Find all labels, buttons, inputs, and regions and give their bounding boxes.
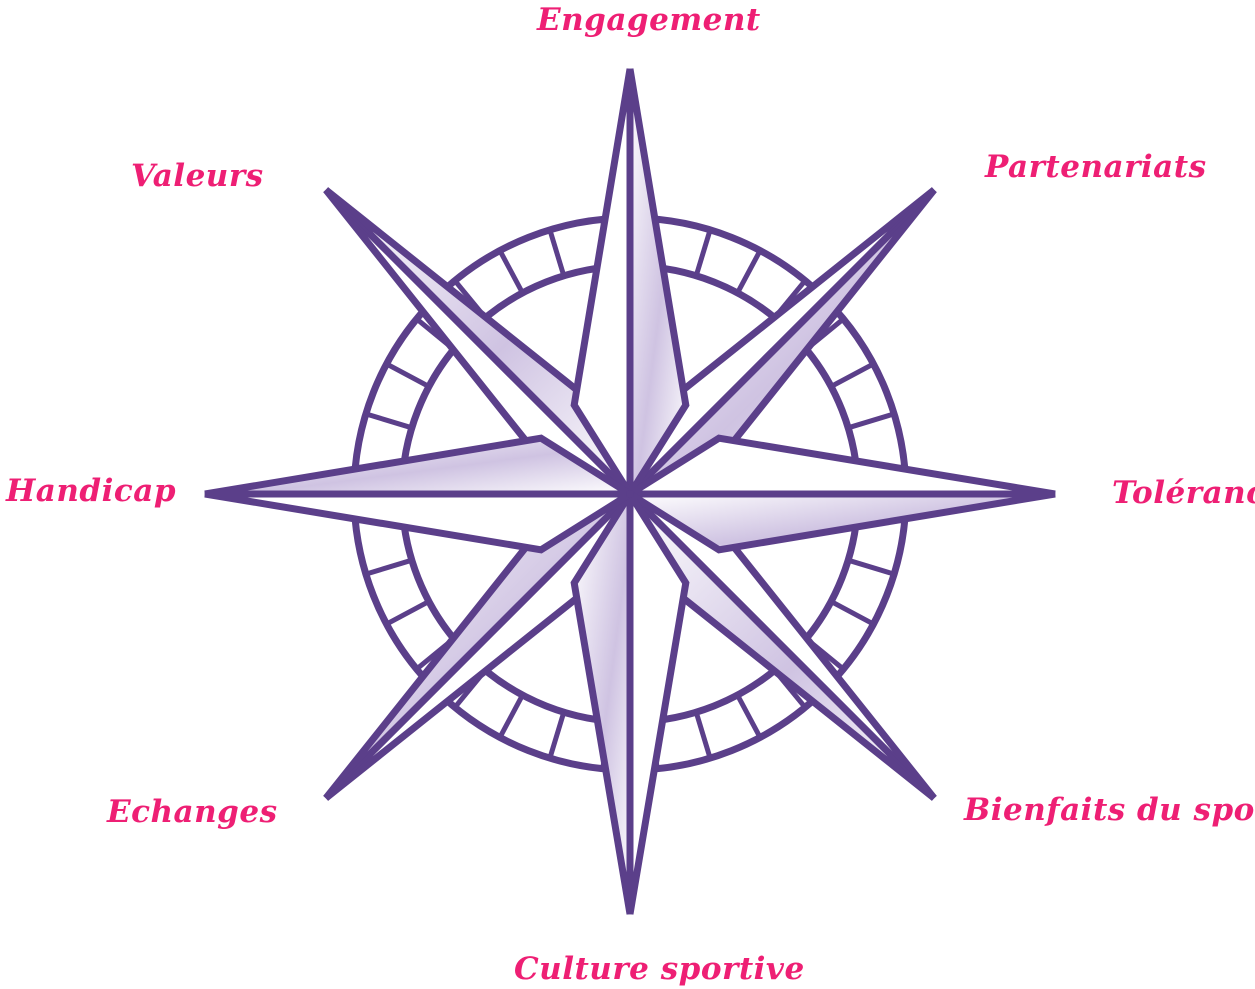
ring-tick <box>500 251 523 293</box>
ring-tick <box>848 414 894 428</box>
ring-tick <box>737 251 760 293</box>
label-west: Handicap <box>6 476 176 507</box>
ring-tick <box>387 601 429 624</box>
ring-tick <box>696 712 710 758</box>
ring-tick <box>550 712 564 758</box>
ring-tick <box>737 695 760 737</box>
cardinal-point-3 <box>205 438 630 550</box>
ring-tick <box>366 560 412 574</box>
cardinal-point-0 <box>574 69 686 494</box>
cardinal-point-1 <box>630 438 1055 550</box>
ring-tick <box>696 230 710 276</box>
ring-tick <box>831 364 873 387</box>
ring-tick <box>831 601 873 624</box>
label-south-west: Echanges <box>107 797 278 828</box>
ring-tick <box>500 695 523 737</box>
ring-tick <box>848 560 894 574</box>
cardinal-point-2 <box>574 494 686 914</box>
label-north-east: Partenariats <box>985 152 1207 183</box>
label-south: Culture sportive <box>514 954 805 985</box>
label-north: Engagement <box>537 5 761 36</box>
label-north-west: Valeurs <box>131 161 264 192</box>
label-south-east: Bienfaits du sport <box>964 795 1255 826</box>
ring-tick <box>387 364 429 387</box>
ring-tick <box>550 230 564 276</box>
center-dot <box>626 490 634 498</box>
label-east: Tolérance <box>1112 478 1255 509</box>
ring-tick <box>366 414 412 428</box>
